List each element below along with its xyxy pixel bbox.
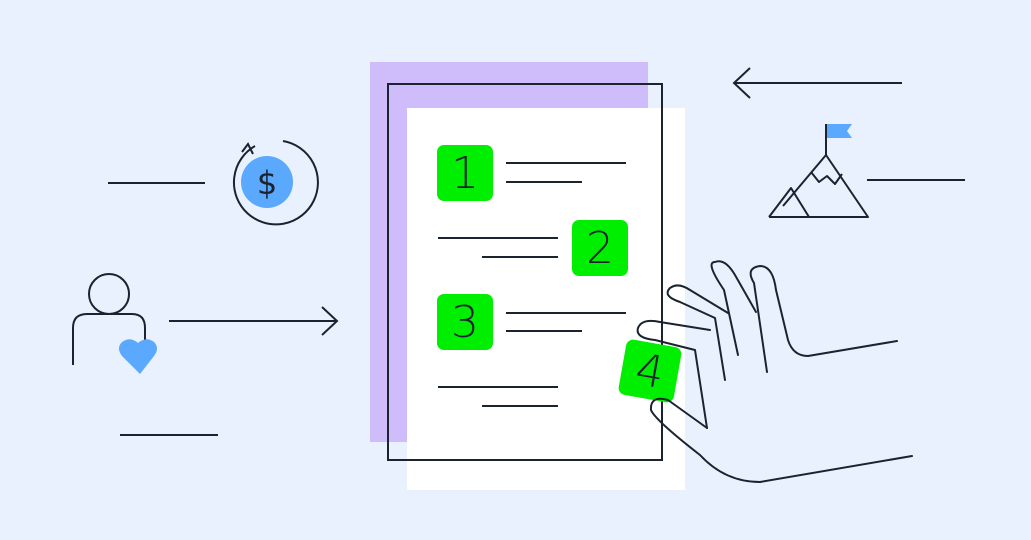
document-frame — [387, 83, 663, 461]
text-line — [506, 330, 582, 332]
text-line — [506, 312, 626, 314]
text-line — [438, 237, 558, 239]
text-line — [482, 256, 558, 258]
step-badge-3: 3 — [437, 294, 493, 350]
mountain-flag-icon — [768, 124, 869, 218]
text-line — [506, 181, 582, 183]
text-line — [482, 405, 558, 407]
connector-line — [120, 434, 218, 436]
dollar-cycle-icon: $ — [232, 140, 319, 226]
connector-line — [867, 179, 965, 181]
step-badge-2: 2 — [572, 220, 628, 276]
text-line — [438, 386, 558, 388]
text-line — [506, 162, 626, 164]
arrow-left-icon — [732, 67, 902, 99]
arrow-right-icon — [169, 306, 339, 336]
person-heart-icon — [72, 273, 157, 374]
connector-line — [108, 182, 205, 184]
svg-text:$: $ — [257, 164, 277, 202]
step-badge-1: 1 — [437, 145, 493, 201]
